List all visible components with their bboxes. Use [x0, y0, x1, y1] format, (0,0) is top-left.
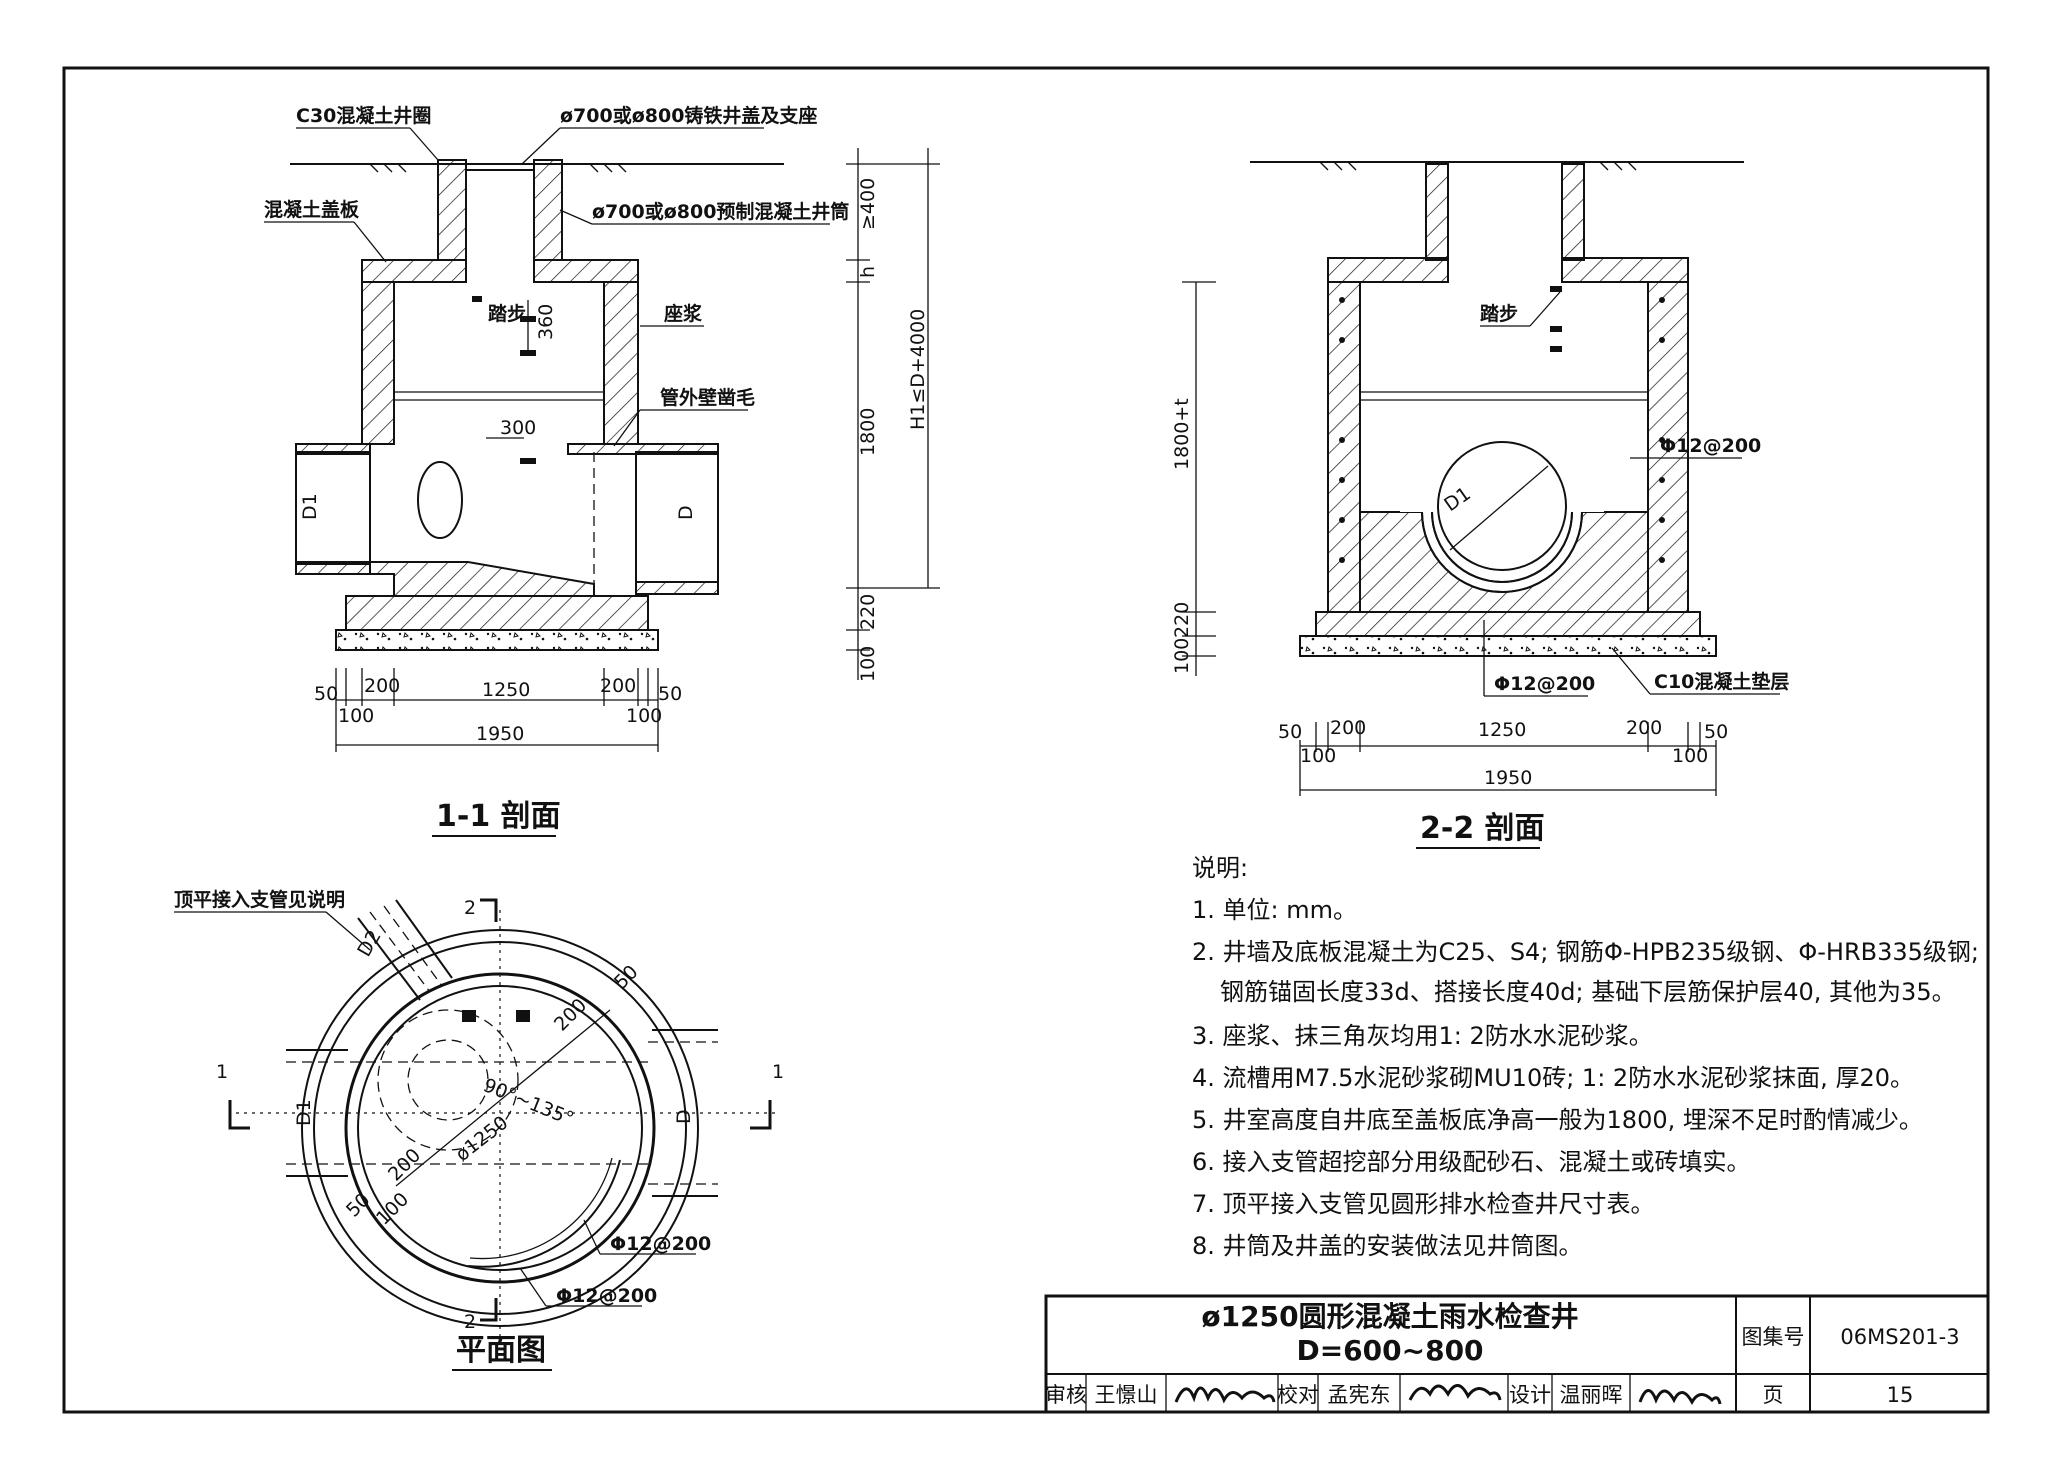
dim-100-left-22: 100	[1300, 745, 1336, 767]
sheet-border	[62, 66, 1990, 1414]
title-line-1: ø1250圆形混凝土雨水检查井	[1201, 1300, 1578, 1333]
dim-d1-pipe: D1	[299, 493, 321, 520]
dim-200-right-22: 200	[1626, 717, 1662, 739]
dim-400: ≥400	[857, 178, 879, 230]
label-d2: D2	[353, 926, 385, 960]
note-item: 7. 顶平接入支管见圆形排水检查井尺寸表。	[1192, 1190, 1655, 1218]
cut-2-bottom: 2	[464, 1311, 476, 1333]
dim-360: 360	[535, 304, 557, 340]
dim-50-right: 50	[658, 683, 682, 705]
label-plan-200-b: 200	[384, 1144, 425, 1185]
dim-200-left: 200	[364, 675, 400, 697]
checker-name: 孟宪东	[1328, 1383, 1391, 1407]
note-item: 2. 井墙及底板混凝土为C25、S4; 钢筋Φ-HPB235级钢、Φ-HRB33…	[1192, 938, 1979, 966]
cut-1-left: 1	[216, 1061, 228, 1083]
dim-50-left-22: 50	[1278, 721, 1302, 743]
atlas-number: 06MS201-3	[1840, 1325, 1959, 1349]
label-plan-rebar-1: Φ12@200	[610, 1233, 711, 1255]
page-label: 页	[1763, 1383, 1784, 1407]
label-branch-note: 顶平接入支管见说明	[174, 888, 345, 911]
dim-1800t: 1800+t	[1171, 398, 1193, 470]
caption-section-2-2: 2-2 剖面	[1420, 811, 1545, 846]
dim-200-right: 200	[600, 675, 636, 697]
label-cover: ø700或ø800铸铁井盖及支座	[560, 104, 817, 127]
notes: 说明: 1. 单位: mm。 2. 井墙及底板混凝土为C25、S4; 钢筋Φ-H…	[1192, 854, 1979, 1260]
check-label: 校对	[1277, 1383, 1319, 1407]
dim-200-left-22: 200	[1330, 717, 1366, 739]
dim-100-right: 100	[626, 705, 662, 727]
designer-signature	[1638, 1389, 1722, 1406]
dim-1250: 1250	[482, 679, 530, 701]
label-plan-50-b: 50	[342, 1189, 375, 1222]
label-plan-d: D	[673, 1109, 695, 1124]
caption-plan: 平面图	[456, 1333, 546, 1368]
label-shaft: ø700或ø800预制混凝土井筒	[592, 200, 849, 223]
label-rebar-22-wall: Φ12@200	[1660, 435, 1761, 457]
dim-1800: 1800	[857, 408, 879, 456]
note-item: 3. 座浆、抹三角灰均用1: 2防水水泥砂浆。	[1192, 1022, 1653, 1050]
review-label: 审核	[1045, 1383, 1087, 1407]
note-item: 5. 井室高度自井底至盖板底净高一般为1800, 埋深不足时酌情减少。	[1192, 1106, 1923, 1134]
note-item: 8. 井筒及井盖的安装做法见井筒图。	[1192, 1232, 1583, 1260]
note-item: 钢筋锚固长度33d、搭接长度40d; 基础下层筋保护层40, 其他为35。	[1220, 978, 1956, 1006]
dim-100-left: 100	[338, 705, 374, 727]
page-number: 15	[1887, 1383, 1914, 1407]
dim-100-22: 100	[1171, 638, 1193, 674]
note-item: 1. 单位: mm。	[1192, 896, 1357, 924]
label-step-22: 踏步	[1480, 303, 1518, 325]
dim-d-pipe: D	[675, 505, 697, 520]
notes-heading: 说明:	[1192, 854, 1248, 882]
label-dia-1250: ø1250	[452, 1112, 513, 1166]
label-slab: 混凝土盖板	[264, 198, 360, 221]
dim-50-left: 50	[314, 683, 338, 705]
note-item: 6. 接入支管超挖部分用级配砂石、混凝土或砖填实。	[1192, 1148, 1751, 1176]
label-plan-d1: D1	[293, 1099, 315, 1126]
dim-50-right-22: 50	[1704, 721, 1728, 743]
section-2-2: D1 1800+t 220 100 50 200 1250 200 50 100…	[1171, 161, 1789, 849]
reviewer-signature	[1174, 1386, 1276, 1404]
label-rebar-22-base: Φ12@200	[1494, 673, 1595, 695]
plan-view: 1 1 2 2 顶平接入支管见说明 D2 D1 D 90°~135° ø1250…	[174, 888, 784, 1371]
dim-220: 220	[857, 594, 879, 630]
label-c30-ring: C30混凝土井圈	[296, 104, 431, 127]
title-line-2: D=600~800	[1296, 1334, 1483, 1367]
dim-220-22: 220	[1171, 602, 1193, 638]
designer-name: 温丽晖	[1560, 1383, 1623, 1407]
dim-100-right-22: 100	[1672, 745, 1708, 767]
dim-300: 300	[500, 417, 536, 439]
design-label: 设计	[1509, 1383, 1551, 1407]
cut-2-top: 2	[464, 897, 476, 919]
checker-signature	[1408, 1384, 1502, 1401]
label-step-11: 踏步	[488, 303, 526, 325]
label-pipe-wall: 管外壁凿毛	[660, 386, 755, 409]
dim-h: h	[857, 266, 879, 278]
section-1-1: C30混凝土井圈 ø700或ø800铸铁井盖及支座 混凝土盖板 ø700或ø80…	[264, 104, 940, 837]
note-item: 4. 流槽用M7.5水泥砂浆砌MU10砖; 1: 2防水水泥砂浆抹面, 厚20。	[1192, 1064, 1914, 1092]
label-plan-rebar-2: Φ12@200	[556, 1285, 657, 1307]
dim-1250-22: 1250	[1478, 719, 1526, 741]
title-block: ø1250圆形混凝土雨水检查井 D=600~800 图集号 06MS201-3 …	[1044, 1294, 1990, 1414]
atlas-label: 图集号	[1742, 1325, 1805, 1349]
cut-1-right: 1	[772, 1061, 784, 1083]
dim-h1: H1≤D+4000	[907, 309, 929, 430]
dim-1950-22: 1950	[1484, 767, 1532, 789]
caption-section-1-1: 1-1 剖面	[436, 799, 561, 834]
dim-1950: 1950	[476, 723, 524, 745]
dim-100: 100	[857, 646, 879, 682]
label-cushion: C10混凝土垫层	[1654, 670, 1789, 693]
label-mortar: 座浆	[664, 302, 703, 325]
reviewer-name: 王憬山	[1095, 1383, 1158, 1407]
